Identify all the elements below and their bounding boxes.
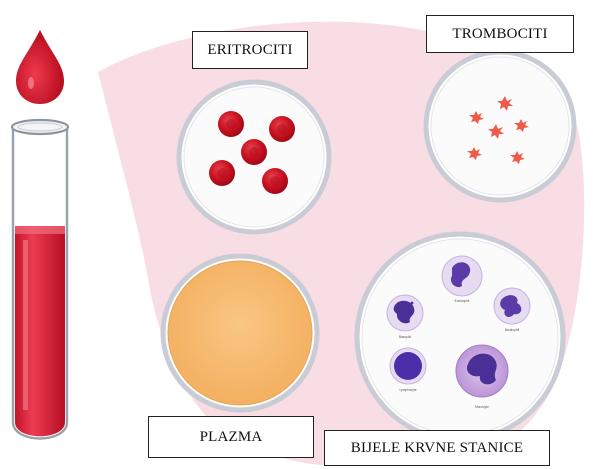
- lymphocyte-label: Lymphocyte: [399, 388, 416, 392]
- monocyte-label: Monocyte: [475, 405, 489, 409]
- white-blood-cells-dish: Eosinophil Basophil Neutrophil Lymphocyt…: [357, 234, 563, 440]
- eosinophil-label: Eosinophil: [455, 299, 470, 303]
- test-tube: [12, 120, 68, 439]
- platelets-label: TROMBOCITI: [426, 15, 574, 53]
- platelets-dish: [426, 52, 574, 200]
- white-blood-cells-label: BIJELE KRVNE STANICE: [324, 430, 550, 466]
- erythrocytes-dish: [179, 82, 329, 232]
- basophil-label: Basophil: [399, 335, 412, 339]
- plasma-label: PLAZMA: [148, 416, 314, 458]
- neutrophil-label: Neutrophil: [505, 328, 520, 332]
- plasma-dish: [163, 256, 317, 410]
- blood-drop-icon: [16, 30, 64, 104]
- erythrocytes-label: ERITROCITI: [192, 31, 308, 69]
